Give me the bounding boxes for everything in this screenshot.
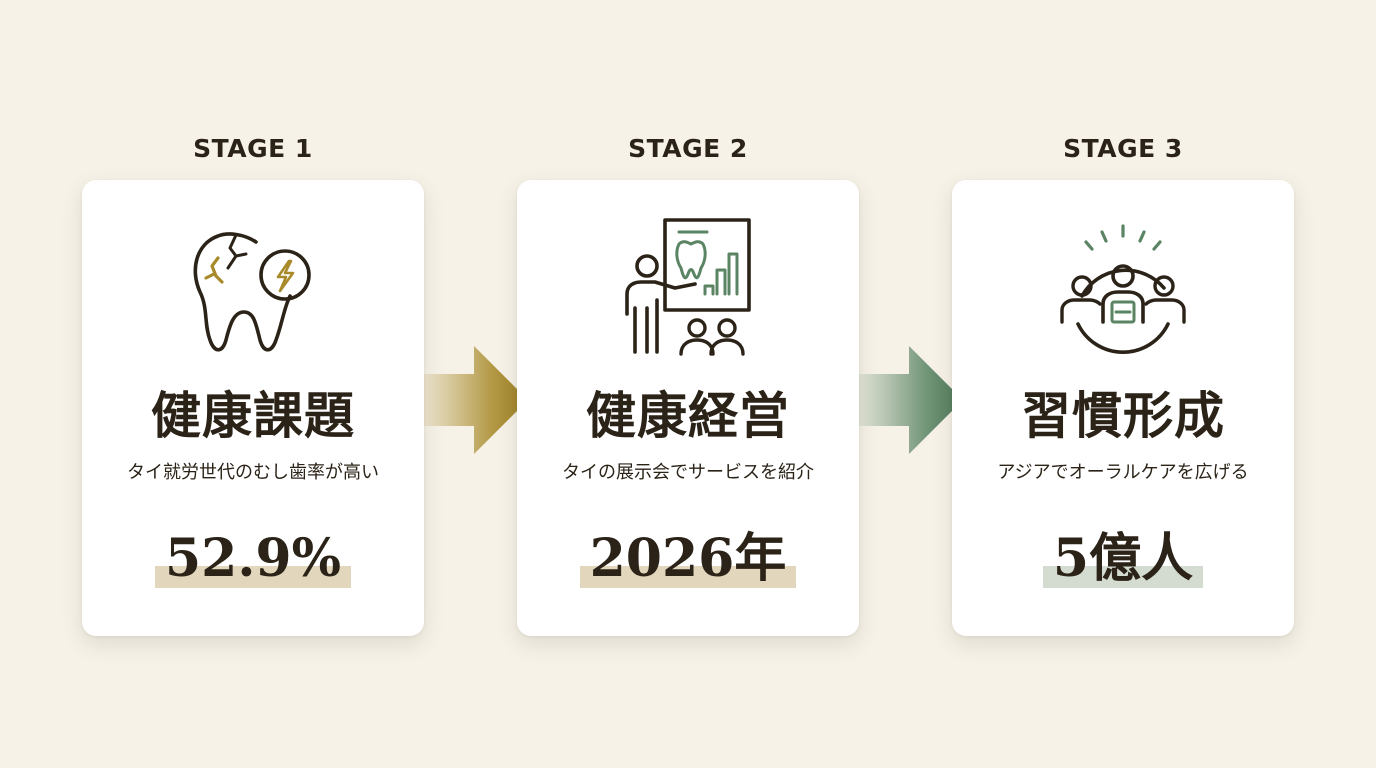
stage-1-stat-text: 52.9% <box>164 528 342 589</box>
stage-2-title: 健康経営 <box>586 386 790 445</box>
community-group-icon <box>1048 212 1198 362</box>
gold-arrow-icon <box>424 346 528 454</box>
stage-2-card: 健康経営 タイの展示会でサービスを紹介 2026年 <box>517 180 859 636</box>
stat-highlight <box>579 566 797 588</box>
presentation-audience-icon <box>613 212 763 362</box>
stat-highlight <box>1042 566 1204 588</box>
stage-3-card: 習慣形成 アジアでオーラルケアを広げる 5億人 <box>952 180 1294 636</box>
stage-2-label: STAGE 2 <box>628 134 748 163</box>
cracked-tooth-lightning-icon <box>178 212 328 362</box>
stage-2-description: タイの展示会でサービスを紹介 <box>562 462 814 483</box>
stage-2-stat: 2026年 <box>579 528 797 590</box>
stage-3-label: STAGE 3 <box>1063 134 1183 163</box>
stage-1-card: 健康課題 タイ就労世代のむし歯率が高い 52.9% <box>82 180 424 636</box>
stage-3-stat-text: 5億人 <box>1052 528 1194 589</box>
green-arrow-icon <box>859 346 963 454</box>
stage-1-title: 健康課題 <box>151 386 355 445</box>
stage-1-description: タイ就労世代のむし歯率が高い <box>127 462 379 483</box>
stage-1-stat: 52.9% <box>154 528 352 590</box>
stage-3-description: アジアでオーラルケアを広げる <box>997 462 1249 483</box>
stage-3-stat: 5億人 <box>1042 528 1204 590</box>
stat-highlight <box>154 566 352 588</box>
stage-1-label: STAGE 1 <box>193 134 313 163</box>
stage-3-title: 習慣形成 <box>1021 386 1225 445</box>
stage-2-stat-text: 2026年 <box>589 528 787 589</box>
